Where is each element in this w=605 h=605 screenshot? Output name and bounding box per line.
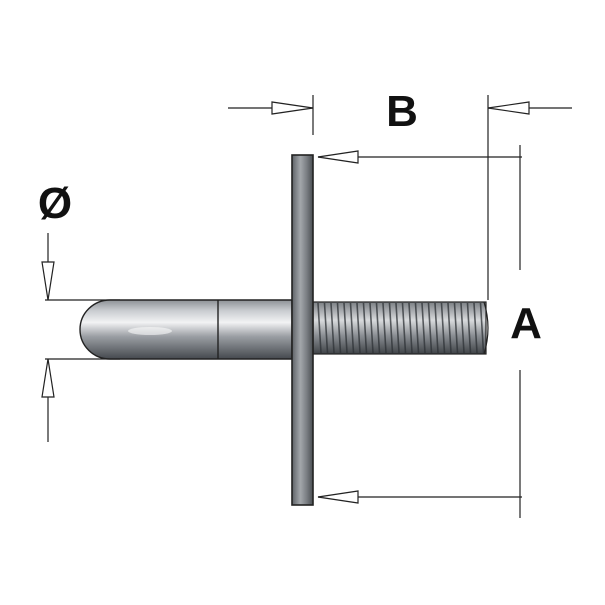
dim-b-arrow-right xyxy=(487,101,530,115)
thread-ridge xyxy=(440,302,446,354)
thread-ridge xyxy=(453,302,459,354)
rod-highlight xyxy=(128,327,172,335)
bolt-flange-plate xyxy=(291,154,314,506)
thread-ridge xyxy=(414,302,420,354)
thread-body xyxy=(312,301,487,355)
thread-ridge xyxy=(330,302,335,354)
thread-ridge xyxy=(375,302,381,354)
dim-dia-arrow-top xyxy=(41,261,55,301)
thread-ridge xyxy=(323,302,329,354)
dim-a-arrow-top xyxy=(317,150,359,164)
thread-ridge xyxy=(369,302,374,354)
dim-dia-arrow-bottom xyxy=(41,358,55,398)
thread-ridge xyxy=(479,302,485,354)
rod-body xyxy=(79,299,293,360)
dim-b-arrow-left xyxy=(271,101,314,115)
thread-ridge xyxy=(473,302,478,354)
bolt-rod xyxy=(79,299,293,360)
thread-ridges xyxy=(317,302,485,354)
thread-ridge xyxy=(401,302,407,354)
thread-ridge xyxy=(434,302,439,354)
thread-ridge xyxy=(395,302,400,354)
thread-ridge xyxy=(447,302,452,354)
thread-ridge xyxy=(466,302,472,354)
thread-ridge xyxy=(356,302,361,354)
thread-ridge xyxy=(336,302,342,354)
thread-ridge xyxy=(427,302,433,354)
thread-ridge xyxy=(343,302,348,354)
thread-ridge xyxy=(382,302,387,354)
dimension-arrows xyxy=(41,101,530,504)
thread-ridge xyxy=(349,302,355,354)
thread-end-cap xyxy=(483,301,489,355)
thread-ridge xyxy=(317,302,322,354)
dim-b-label: B xyxy=(386,87,418,136)
thread-ridge xyxy=(408,302,413,354)
thread-ridge xyxy=(421,302,426,354)
dim-a-arrow-bottom xyxy=(317,490,359,504)
dim-diameter-label: Ø xyxy=(38,179,72,228)
thread-ridge xyxy=(362,302,368,354)
bolt-thread xyxy=(312,301,489,355)
dim-a-label: A xyxy=(510,299,542,348)
thread-ridge xyxy=(388,302,394,354)
thread-ridge xyxy=(460,302,465,354)
